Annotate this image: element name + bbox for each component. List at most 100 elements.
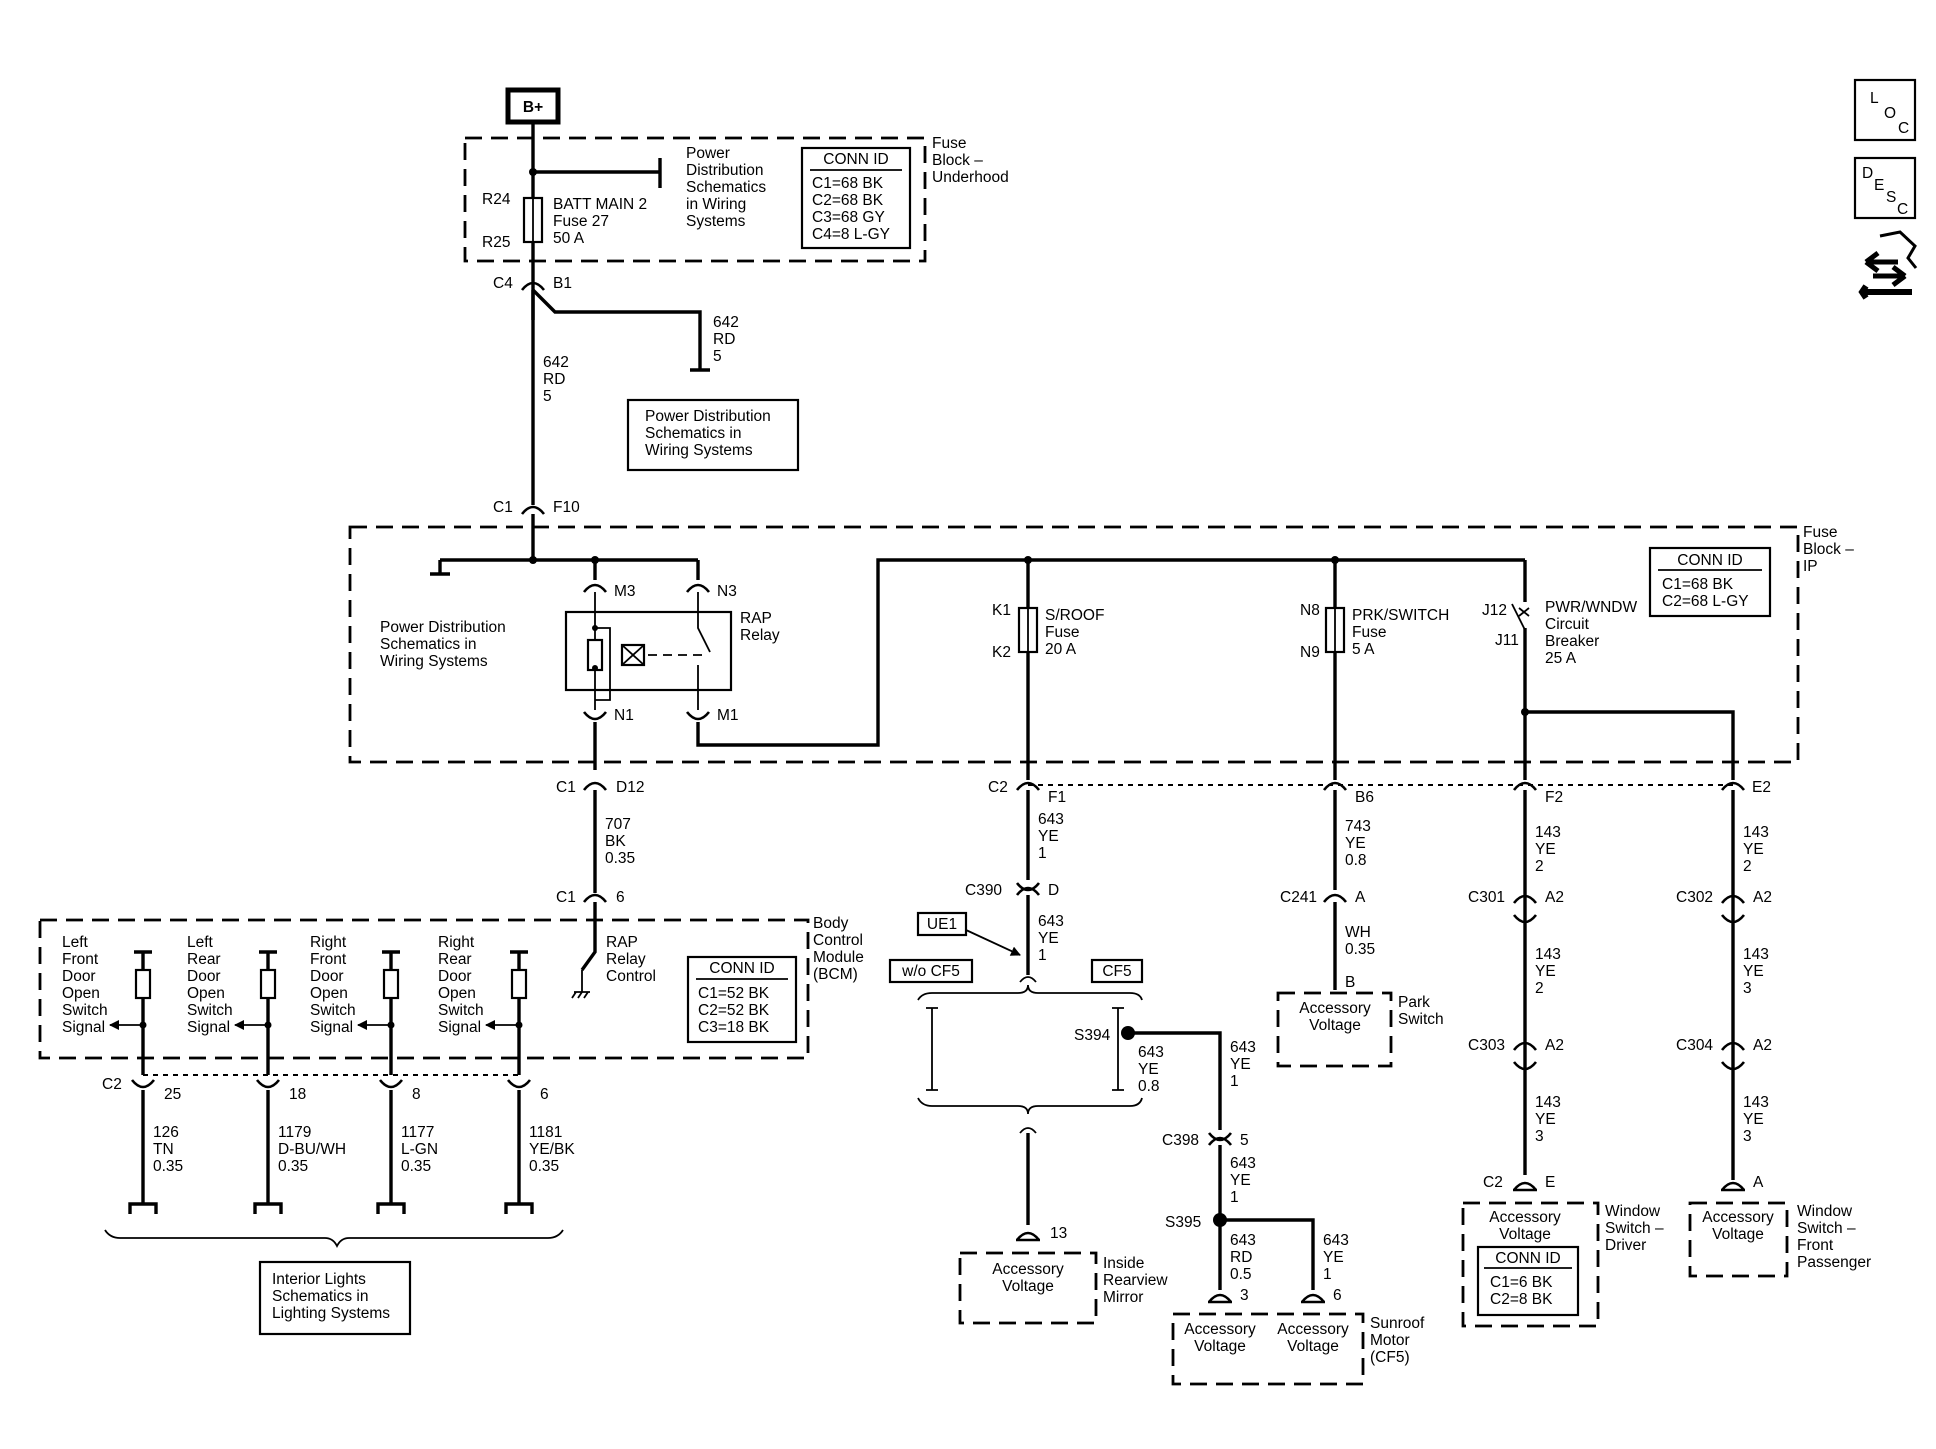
loc-letter-o: O — [1884, 105, 1896, 122]
wire-label: 2 — [1535, 980, 1544, 997]
wire-1181-label: 1181 YE/BK 0.35 — [529, 1124, 575, 1175]
label-line: Fuse — [1803, 524, 1837, 541]
interior-lights-ref-box[interactable]: Interior Lights Schematics in Lighting S… — [258, 1260, 412, 1336]
loc-button[interactable]: L O C — [1853, 78, 1917, 142]
wire-643-f — [1220, 1218, 1315, 1290]
connector-label: C301 — [1468, 889, 1505, 906]
wire-label: 1 — [1323, 1266, 1332, 1283]
label-line: Schematics in — [380, 636, 476, 653]
connector-c304 — [1720, 1041, 1746, 1071]
label-line: Voltage — [1287, 1338, 1339, 1355]
label-line: Accessory — [1299, 1000, 1371, 1017]
wire-label: 1 — [1230, 1073, 1239, 1090]
wire-143-label-6: 143 YE 3 — [1743, 1094, 1769, 1145]
wire-label: YE — [1535, 841, 1556, 858]
label-line: Door — [438, 968, 472, 985]
label-line: Accessory — [1277, 1321, 1349, 1338]
sroof-fuse-label: S/ROOF Fuse 20 A — [1045, 607, 1104, 658]
option-label: CF5 — [1102, 963, 1131, 980]
connector-c398 — [1207, 1132, 1233, 1146]
window-switch-passenger: Accessory Voltage Window Switch – Front … — [1688, 1201, 1871, 1278]
connector-label: A2 — [1545, 1037, 1564, 1054]
cavity-label: J12 — [1482, 602, 1507, 619]
label-line: Signal — [62, 1019, 105, 1036]
fuse-block-ip-label: Fuse Block – IP — [1803, 524, 1854, 575]
label-line: Wiring Systems — [645, 442, 753, 459]
splice-dot — [1521, 708, 1529, 716]
cavity-label: N8 — [1300, 602, 1320, 619]
rap-relay-control-label: RAP Relay Control — [606, 934, 656, 985]
pwr-wndw-breaker-label: PWR/WNDW Circuit Breaker 25 A — [1545, 599, 1637, 667]
conn-id-row: C2=8 BK — [1490, 1291, 1553, 1308]
bcm-label: Body Control Module (BCM) — [813, 915, 864, 983]
cavity-label: R25 — [482, 234, 510, 251]
fuse-label: 5 A — [1352, 641, 1375, 658]
wire-label: 0.35 — [529, 1158, 559, 1175]
connector-label: B1 — [553, 275, 572, 292]
wire-label: YE — [1323, 1249, 1344, 1266]
connector-n3 — [685, 583, 711, 593]
desc-button[interactable]: D E S C — [1853, 156, 1917, 220]
connector-label: C4 — [493, 275, 513, 292]
label-line: Block – — [1803, 541, 1854, 558]
connector-label: C2 — [988, 779, 1008, 796]
label-line: Voltage — [1002, 1278, 1054, 1295]
label-line: Distribution — [686, 162, 764, 179]
connector-label: A2 — [1545, 889, 1564, 906]
cavity-label: R24 — [482, 191, 511, 208]
connector-label: C1 — [556, 779, 576, 796]
wire-label: 0.5 — [1230, 1266, 1252, 1283]
fuse-label: 20 A — [1045, 641, 1077, 658]
ue1-option-tag: UE1 — [916, 911, 1021, 956]
component-locator-icon[interactable] — [1858, 230, 1918, 300]
label-line: Door — [310, 968, 344, 985]
wire-643-label-e: 643 YE 1 — [1230, 1155, 1256, 1206]
cavity-label: N3 — [717, 583, 737, 600]
wo-cf5-option-tag: w/o CF5 — [888, 958, 974, 984]
wire-643-label-b: 643 YE 1 — [1038, 913, 1064, 964]
connector-c1-6 — [582, 893, 608, 903]
loc-letter-c: C — [1898, 120, 1909, 137]
option-brace-top — [917, 984, 1143, 1001]
wire-label: RD — [1230, 1249, 1252, 1266]
label-line: Voltage — [1712, 1226, 1764, 1243]
connector-label: 6 — [616, 889, 625, 906]
desc-letter-c: C — [1897, 201, 1908, 218]
label-line: Left — [187, 934, 214, 951]
connector-c241 — [1322, 893, 1348, 903]
wire-label: 3 — [1535, 1128, 1544, 1145]
wire-wh-label: WH 0.35 — [1345, 924, 1375, 958]
conn-id-title: CONN ID — [1495, 1250, 1560, 1267]
label-line: Fuse — [932, 135, 966, 152]
label-line: Lighting Systems — [272, 1305, 390, 1322]
fuse-block-ip — [348, 525, 1800, 764]
connector-label: C390 — [965, 882, 1002, 899]
label-line: Front — [62, 951, 99, 968]
wire-label: YE — [1743, 963, 1764, 980]
wire-label: YE — [1345, 835, 1366, 852]
wire-label: 643 — [1230, 1039, 1256, 1056]
connector-b6 — [1322, 781, 1348, 791]
connector-label: C241 — [1280, 889, 1317, 906]
cavity-label: M1 — [717, 707, 739, 724]
connector-m3 — [582, 583, 608, 593]
cavity-label: J11 — [1495, 632, 1519, 649]
wire-label: 3 — [1743, 1128, 1752, 1145]
fuse-27: R24 R25 BATT MAIN 2 Fuse 27 50 A — [482, 191, 647, 251]
label-line: RAP — [740, 610, 772, 627]
connector-label: D12 — [616, 779, 644, 796]
wire-label: YE — [1535, 1111, 1556, 1128]
connector-c1-f10 — [520, 505, 546, 515]
connector-label: 18 — [289, 1086, 306, 1103]
wire-label: 0.35 — [605, 850, 635, 867]
connector-label: A — [1355, 889, 1366, 906]
wire-143-label-3: 143 YE 2 — [1535, 946, 1561, 997]
label-line: Interior Lights — [272, 1271, 366, 1288]
label-line: Park — [1398, 994, 1430, 1011]
connector-label: D — [1048, 882, 1059, 899]
connector-label: C1 — [556, 889, 576, 906]
label-line: Switch — [1398, 1011, 1444, 1028]
label-line: Breaker — [1545, 633, 1599, 650]
option-bracket-left — [926, 1007, 938, 1091]
conn-id-row: C1=52 BK — [698, 985, 770, 1002]
